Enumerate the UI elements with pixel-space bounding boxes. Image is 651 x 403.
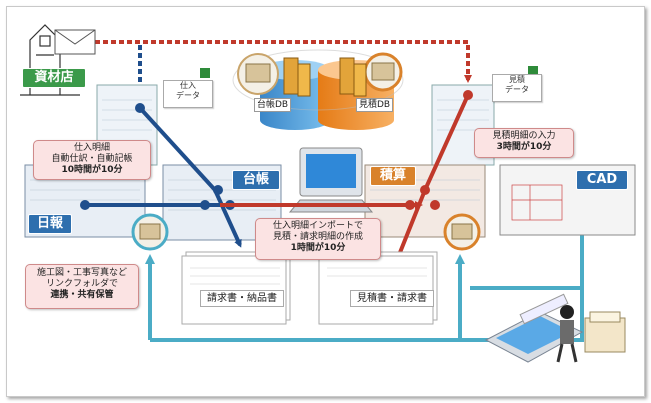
- link-callout-line1: 施工図・工事写真など: [36, 268, 127, 278]
- scanner-icon: [484, 293, 584, 363]
- cad-badge: CAD: [576, 170, 628, 190]
- mitsumori-data-line2: データ: [505, 85, 529, 94]
- red-dashed-flow: [95, 40, 472, 83]
- shiire-callout-line3: 10時間が10分: [61, 165, 123, 175]
- cad-drawing: [511, 184, 563, 221]
- mitsumori-callout-line1: 見積明細の入力: [492, 131, 556, 141]
- daicho-db-label: 台帳DB: [254, 98, 292, 112]
- red-nodes: [405, 90, 473, 210]
- nippo-badge: 日報: [28, 214, 72, 234]
- mitsumori-data-line1: 見積: [509, 75, 525, 84]
- envelope-icon: [54, 29, 96, 55]
- sekisan-badge: 積算: [370, 166, 416, 186]
- import-callout-line3: 1時間が10分: [290, 243, 346, 253]
- mitsumori-seikyu-title: 見積書・請求書: [350, 290, 434, 307]
- shiire-data-line2: データ: [176, 91, 200, 100]
- import-callout-line2: 見積・請求明細の作成: [272, 232, 363, 242]
- store-label: 資材店: [22, 68, 86, 88]
- seikyu-nohin-title: 請求書・納品書: [200, 290, 284, 307]
- shiire-callout: 仕入明細 自動仕訳・自動記帳 10時間が10分: [33, 140, 151, 180]
- computer-icon: [288, 147, 374, 213]
- import-callout-line1: 仕入明細インポートで: [272, 221, 363, 231]
- link-callout: 施工図・工事写真など リンクフォルダで 連携・共有保管: [25, 264, 139, 309]
- excel-icon: [200, 66, 538, 78]
- shiire-callout-line1: 仕入明細: [73, 143, 110, 153]
- link-callout-line2: リンクフォルダで: [45, 279, 118, 289]
- link-callout-line3: 連携・共有保管: [50, 290, 114, 300]
- import-callout: 仕入明細インポートで 見積・請求明細の作成 1時間が10分: [255, 218, 381, 260]
- mitsumori-callout: 見積明細の入力 3時間が10分: [474, 128, 574, 158]
- worker-icon: [556, 305, 626, 363]
- mitsumori-callout-line2: 3時間が10分: [496, 142, 552, 152]
- shiire-data-line1: 仕入: [180, 81, 196, 90]
- document-stacks: [181, 251, 438, 325]
- mitsumori-data-tag: 見積 データ: [492, 74, 542, 102]
- db-file-icons: [283, 57, 367, 97]
- teal-flows: [145, 220, 584, 342]
- shiire-data-tag: 仕入 データ: [163, 80, 213, 108]
- mitsumori-db-label: 見積DB: [356, 98, 394, 112]
- folder-icon: [131, 52, 481, 251]
- daicho-badge: 台帳: [232, 170, 280, 190]
- shiire-callout-line2: 自動仕訳・自動記帳: [51, 154, 133, 164]
